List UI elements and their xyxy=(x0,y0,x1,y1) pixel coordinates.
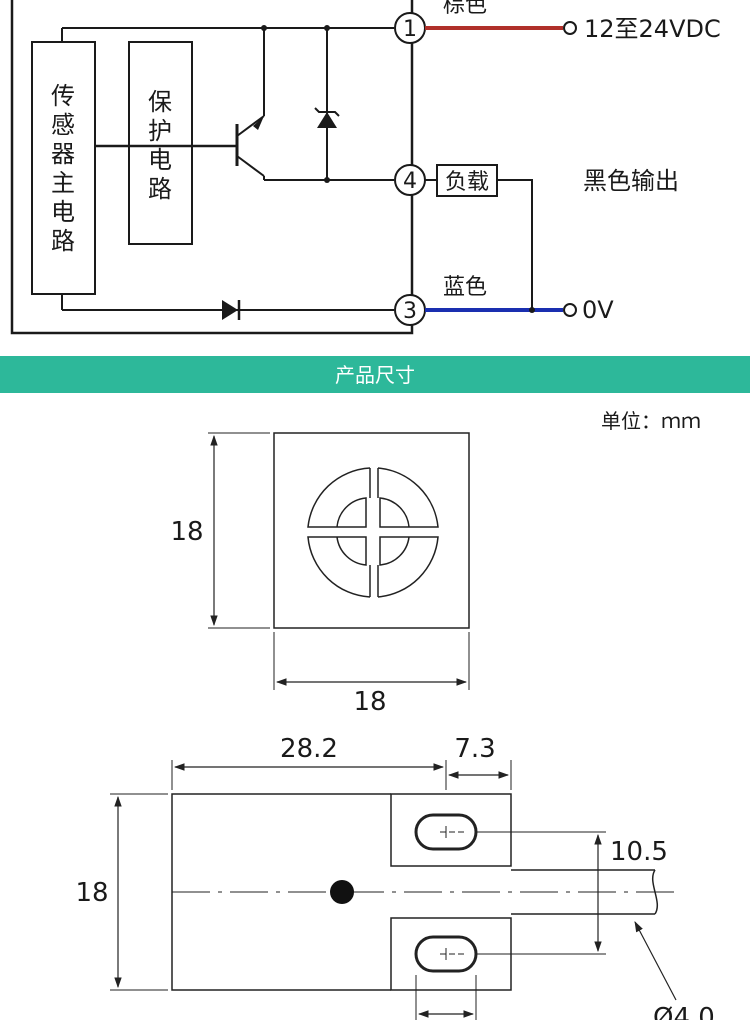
main-circuit-char: 主 xyxy=(51,169,75,197)
supply-terminal xyxy=(563,21,577,35)
pin-4-label: 4 xyxy=(403,169,417,194)
side-view-drawing: 28.2 7.3 18 10.5 Ø4.0 xyxy=(75,734,715,1020)
section-banner xyxy=(0,356,750,393)
side-length-value: 28.2 xyxy=(280,734,338,764)
transistor-symbol xyxy=(235,28,265,180)
junction-dot xyxy=(261,25,267,31)
main-circuit-char: 传 xyxy=(51,82,75,110)
load-return-wire xyxy=(497,179,533,310)
section-banner-title: 产品尺寸 xyxy=(335,363,415,387)
top-view-outline xyxy=(273,432,470,629)
upper-mounting-tab xyxy=(390,793,512,867)
cable-diameter-leader xyxy=(634,921,677,1001)
main-circuit-block xyxy=(31,41,96,295)
load-label: 负载 xyxy=(445,170,489,195)
brown-wire-label: 棕色 xyxy=(443,0,487,18)
supply-label: 12至24VDC xyxy=(584,15,721,43)
slot-spacing-value: 10.5 xyxy=(610,837,668,867)
pin-1-label: 1 xyxy=(403,17,417,42)
protection-circuit-block xyxy=(128,41,193,245)
side-height-value: 18 xyxy=(75,878,108,908)
main-circuit-char: 路 xyxy=(51,227,75,255)
top-view-height-value: 18 xyxy=(170,517,203,547)
protection-char: 路 xyxy=(148,175,172,203)
junction-dot xyxy=(324,177,330,183)
load-box xyxy=(436,164,498,197)
ground-label: 0V xyxy=(582,296,614,324)
top-view-drawing: 18 18 xyxy=(170,432,470,717)
main-circuit-char: 器 xyxy=(51,140,75,168)
black-output-label: 黑色输出 xyxy=(583,167,679,195)
junction-dot xyxy=(324,25,330,31)
ground-terminal xyxy=(563,303,577,317)
unit-label: 单位：ｍｍ xyxy=(601,409,701,433)
protection-char: 电 xyxy=(148,146,172,174)
pin-3-label: 3 xyxy=(403,299,417,324)
main-circuit-label: 传 感 器 主 电 路 xyxy=(51,82,75,255)
protection-char: 保 xyxy=(148,88,172,116)
main-circuit-char: 感 xyxy=(51,111,75,139)
cable-diameter-value: Ø4.0 xyxy=(653,1003,715,1020)
top-view-width-value: 18 xyxy=(353,687,386,717)
sensing-face-symbol xyxy=(307,467,439,598)
circuit-diagram: 传 感 器 主 电 路 保 护 电 路 xyxy=(10,0,721,335)
protection-char: 护 xyxy=(148,117,172,145)
indicator-dot xyxy=(330,880,354,904)
diode-symbol xyxy=(222,300,241,320)
zener-diode-symbol xyxy=(314,107,340,128)
blue-wire-label: 蓝色 xyxy=(443,275,487,300)
main-circuit-char: 电 xyxy=(51,198,75,226)
protection-label: 保 护 电 路 xyxy=(148,88,172,203)
junction-dot xyxy=(529,307,535,313)
side-offset-value: 7.3 xyxy=(454,734,495,764)
